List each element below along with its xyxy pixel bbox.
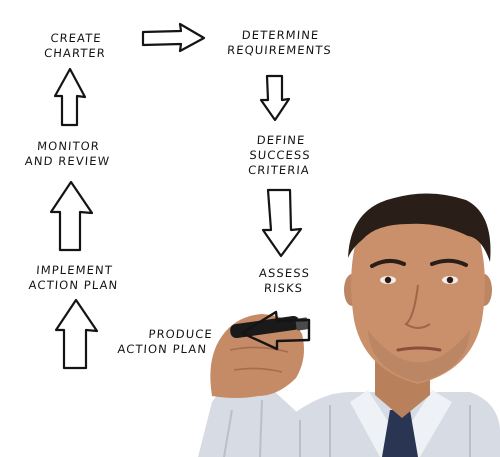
- step-produce-action-plan: PRODUCE ACTION PLAN: [117, 327, 214, 356]
- sleeve: [198, 378, 300, 457]
- arrow-down-icon: [259, 74, 291, 122]
- arrow-up-bottom-icon: [54, 298, 99, 370]
- step-implement-action-plan: IMPLEMENT ACTION PLAN: [28, 263, 119, 292]
- hair: [348, 193, 491, 262]
- tie: [382, 410, 418, 457]
- arrow-up-large-icon: [49, 180, 94, 252]
- step-determine-requirements: DETERMINE REQUIREMENTS: [226, 28, 333, 57]
- arrow-down-large-icon: [261, 188, 303, 258]
- collar: [350, 390, 452, 457]
- person-illustration: [198, 193, 500, 457]
- step-assess-risks: ASSESS RISKS: [258, 266, 311, 295]
- step-define-success-criteria: DEFINE SUCCESS CRITERIA: [247, 133, 312, 177]
- arrow-left-icon: [240, 310, 311, 351]
- face: [351, 212, 485, 384]
- step-create-charter: CREATE CHARTER: [43, 31, 107, 60]
- arrow-right-icon: [141, 22, 206, 53]
- step-monitor-and-review: MONITOR AND REVIEW: [24, 139, 111, 168]
- arrow-up-icon: [53, 67, 87, 127]
